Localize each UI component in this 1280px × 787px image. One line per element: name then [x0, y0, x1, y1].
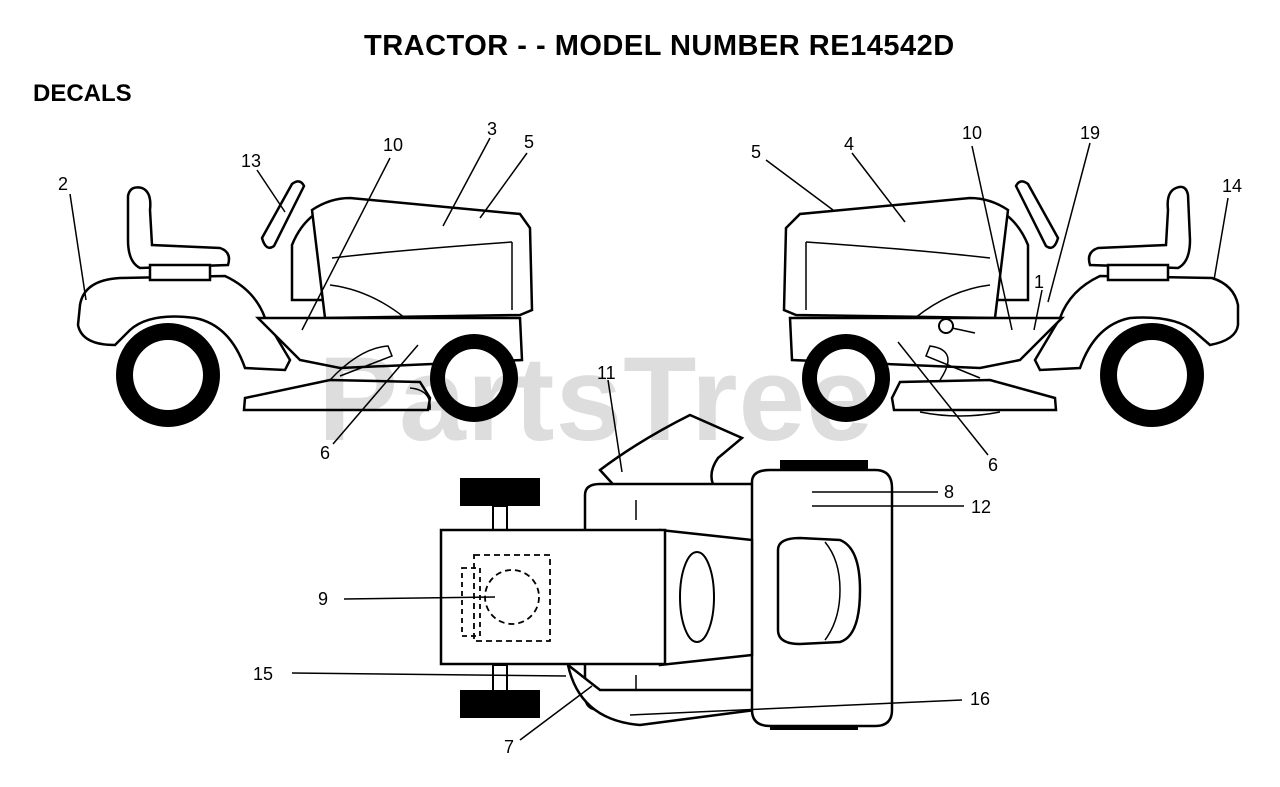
callout-6-right: 6 [988, 455, 998, 475]
callout-5-right: 5 [751, 142, 761, 162]
tractor-left-side-view [76, 180, 534, 427]
callout-5-left: 5 [524, 132, 534, 152]
callout-4: 4 [844, 134, 854, 154]
callout-3: 3 [487, 119, 497, 139]
tractor-right-side-view [782, 180, 1240, 427]
callout-10-left: 10 [383, 135, 403, 155]
callout-13: 13 [241, 151, 261, 171]
tractor-top-view [439, 413, 894, 730]
callout-10-right: 10 [962, 123, 982, 143]
callout-11: 11 [597, 363, 616, 383]
diagram-title: TRACTOR - - MODEL NUMBER RE14542D [364, 30, 955, 62]
callout-2: 2 [58, 174, 68, 194]
callout-8: 8 [944, 482, 954, 502]
callout-19: 19 [1080, 123, 1100, 143]
callout-16: 16 [970, 689, 990, 709]
callout-labels: 2 13 10 3 5 6 5 4 10 19 14 1 6 11 8 12 9… [58, 119, 1242, 757]
section-heading: DECALS [33, 80, 132, 107]
callout-14: 14 [1222, 176, 1242, 196]
callout-9: 9 [318, 589, 328, 609]
callout-12: 12 [971, 497, 991, 517]
callout-15: 15 [253, 664, 273, 684]
leader-lines [69, 137, 1229, 741]
callout-7: 7 [504, 737, 514, 757]
callout-6-left: 6 [320, 443, 330, 463]
callout-1: 1 [1034, 272, 1044, 292]
